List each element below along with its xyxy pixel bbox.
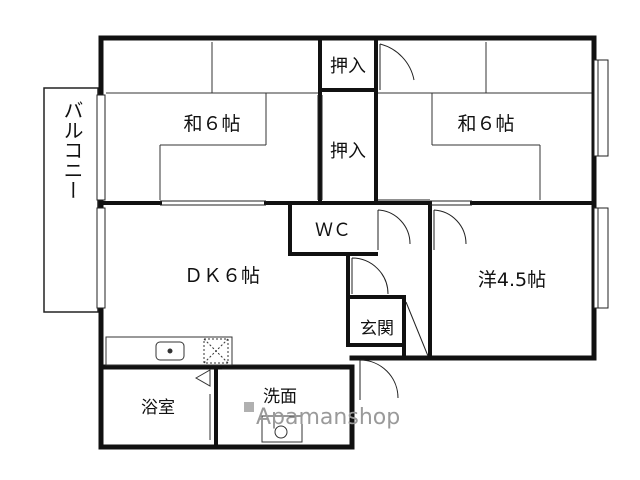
room-label-genkan: 玄関 (360, 319, 394, 339)
kitchen-counter (105, 336, 233, 366)
interior-walls (99, 36, 596, 449)
room-label-oshiire-top: 押入 (330, 56, 366, 77)
room-label-dk: ＤＫ６帖 (184, 265, 260, 287)
windows (96, 59, 609, 309)
balcony-label: バルコニー (60, 100, 84, 200)
room-label-youshitsu: 洋4.5帖 (478, 269, 546, 291)
door-arcs (351, 43, 467, 400)
brand-logo-icon (244, 402, 254, 412)
tatami-lines-left (106, 42, 318, 200)
sliding-doors (160, 95, 472, 370)
watermark: Apamanshop (244, 402, 400, 430)
room-label-oshiire-mid: 押入 (330, 141, 366, 162)
outer-walls (98, 35, 597, 450)
room-label-washitsu-right: 和６帖 (457, 113, 514, 135)
room-label-washroom: 洗面 (263, 387, 297, 407)
tatami-lines-right (378, 42, 592, 200)
room-label-washitsu-left: 和６帖 (183, 113, 240, 135)
bath-fixtures (194, 369, 303, 443)
room-label-bathroom: 浴室 (141, 398, 175, 418)
watermark-brand: Apamanshop (256, 405, 400, 430)
genkan-step (405, 301, 429, 357)
room-label-wc: ＷＣ (315, 220, 351, 241)
